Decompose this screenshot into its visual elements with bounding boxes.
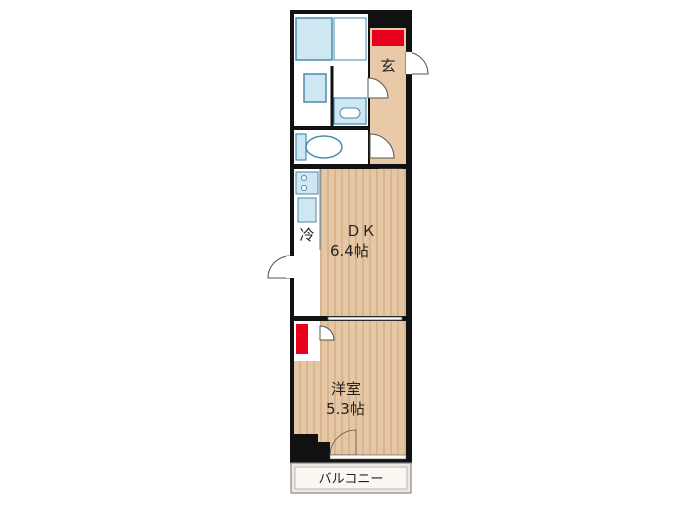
- toilet-icon: [305, 135, 343, 159]
- bedroom-size: 5.3帖: [326, 400, 365, 418]
- wet-dk-wall: [294, 164, 406, 169]
- bathtub-icon: [295, 17, 333, 61]
- balcony-label: バルコニー: [319, 472, 384, 487]
- burner: [301, 185, 307, 191]
- sink-icon: [297, 197, 317, 223]
- pillar: [294, 434, 330, 455]
- stove-icon: [295, 171, 319, 195]
- dk-name: ＤＫ: [346, 222, 376, 240]
- sliding-door: [327, 316, 403, 321]
- dk-floor: [320, 169, 406, 316]
- closet-marker: [296, 324, 308, 354]
- balcony-door-swing: [329, 429, 357, 456]
- burner: [301, 175, 307, 181]
- washing-machine-icon: [303, 73, 327, 103]
- bath-door: [304, 62, 324, 68]
- side-door-opening: [286, 256, 294, 278]
- balcony-window: [329, 454, 407, 460]
- shoe-cabinet-marker: [372, 30, 404, 46]
- toilet-door-swing: [369, 133, 395, 159]
- dk-size: 6.4帖: [330, 242, 369, 260]
- side-door-swing: [267, 255, 291, 279]
- balcony-inner: [294, 466, 408, 490]
- fridge-label: 冷: [299, 226, 314, 244]
- basin-bowl: [339, 107, 361, 119]
- bedroom-name: 洋室: [331, 380, 361, 398]
- closet-door-swing: [319, 325, 335, 341]
- bath-floor: [333, 17, 367, 61]
- washroom-door-swing: [367, 77, 389, 99]
- entrance-door-opening: [406, 52, 412, 74]
- toilet-tank: [295, 133, 307, 161]
- entrance-label: 玄: [380, 57, 395, 75]
